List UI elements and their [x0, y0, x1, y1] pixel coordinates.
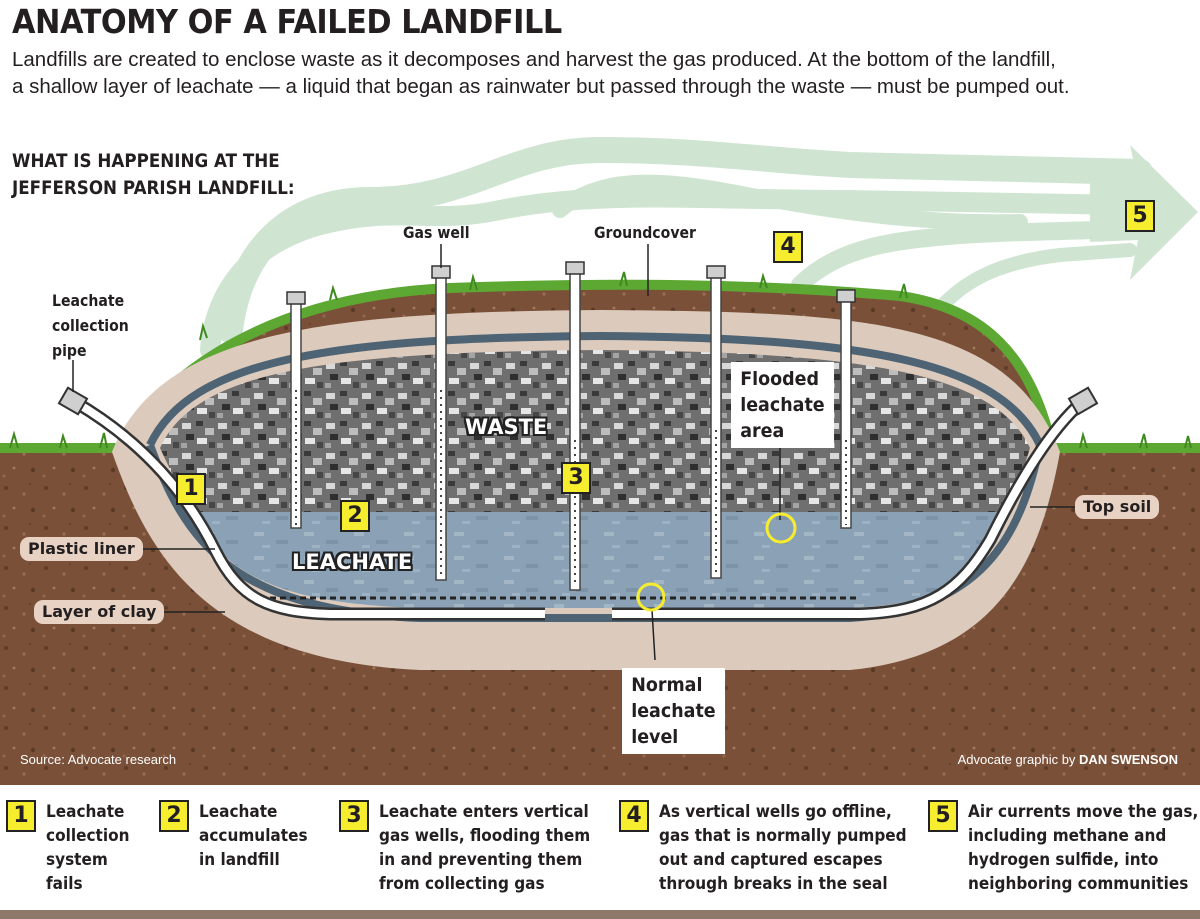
- legend-line: through breaks in the seal: [659, 874, 888, 894]
- label-top-soil: Top soil: [1075, 495, 1160, 519]
- legend-line: collection: [46, 826, 130, 846]
- callout-line: leachate: [740, 394, 825, 416]
- legend-item-1: 1 Leachate collection system fails: [6, 800, 129, 894]
- legend-line: neighboring communities: [968, 874, 1189, 894]
- label-leachate-pipe: Leachate collection pipe: [52, 288, 129, 363]
- gas-well: [836, 289, 856, 529]
- legend-line: Leachate: [46, 802, 125, 822]
- label-line: Leachate: [52, 291, 125, 310]
- legend-line: in and preventing them: [379, 850, 583, 870]
- legend-line: accumulates: [199, 826, 308, 846]
- legend-item-2: 2 Leachate accumulates in landfill: [159, 800, 308, 870]
- label-clay-layer: Layer of clay: [34, 600, 165, 624]
- intro-line: Landfills are created to enclose waste a…: [12, 48, 1056, 71]
- legend-line: in landfill: [199, 850, 280, 870]
- callout-line: Normal: [631, 674, 703, 696]
- callout-line: level: [631, 726, 679, 748]
- flooded-area-marker: [765, 512, 797, 544]
- gas-wells: [286, 261, 856, 591]
- label-gas-well: Gas well: [403, 223, 470, 242]
- callout-flooded-area: Flooded leachate area: [731, 362, 834, 448]
- callout-line: area: [740, 420, 785, 442]
- legend-line: As vertical wells go offline,: [659, 802, 892, 822]
- label-line: pipe: [52, 341, 87, 360]
- marker-3: 3: [561, 462, 591, 494]
- gas-well: [286, 291, 306, 529]
- legend-item-3: 3 Leachate enters vertical gas wells, fl…: [339, 800, 590, 894]
- normal-level-marker: [636, 582, 666, 612]
- top-liner: [146, 331, 1044, 447]
- marker-5: 5: [1125, 200, 1155, 232]
- label-leachate: LEACHATE: [292, 550, 413, 574]
- gas-well: [431, 265, 451, 581]
- legend-line: including methane and: [968, 826, 1167, 846]
- legend-line: gas wells, flooding them: [379, 826, 591, 846]
- legend-number: 2: [159, 800, 189, 832]
- label-line: collection: [52, 316, 129, 335]
- legend-line: system: [46, 850, 108, 870]
- legend-line: out and captured escapes: [659, 850, 883, 870]
- intro-text: Landfills are created to enclose waste a…: [12, 46, 1200, 100]
- leachate-collection-pipe: [57, 386, 1099, 621]
- label-plastic-liner: Plastic liner: [20, 537, 143, 561]
- legend-number: 3: [339, 800, 369, 832]
- legend-line: hydrogen sulfide, into: [968, 850, 1159, 870]
- grass-tufts: [9, 271, 1192, 449]
- callout-line: leachate: [631, 700, 716, 722]
- section-subhead: WHAT IS HAPPENING AT THE JEFFERSON PARIS…: [12, 148, 295, 202]
- legend-item-5: 5 Air currents move the gas, including m…: [928, 800, 1198, 894]
- marker-2: 2: [340, 500, 370, 532]
- marker-4: 4: [773, 231, 803, 263]
- legend-text: Air currents move the gas, including met…: [968, 800, 1198, 896]
- legend-text: Leachate accumulates in landfill: [199, 800, 308, 872]
- gas-well: [706, 265, 726, 579]
- graphic-credit: Advocate graphic by DAN SWENSON: [958, 752, 1178, 767]
- legend-text: As vertical wells go offline, gas that i…: [659, 800, 907, 896]
- legend-text: Leachate enters vertical gas wells, floo…: [379, 800, 590, 896]
- subhead-line: WHAT IS HAPPENING AT THE: [12, 150, 280, 172]
- legend-line: fails: [46, 874, 83, 894]
- label-groundcover: Groundcover: [594, 223, 696, 242]
- page-title: ANATOMY OF A FAILED LANDFILL: [12, 2, 562, 41]
- legend-number: 4: [619, 800, 649, 832]
- callout-normal-level: Normal leachate level: [622, 668, 725, 754]
- legend-line: Air currents move the gas,: [968, 802, 1199, 822]
- grass: [0, 279, 1200, 453]
- legend-text: Leachate collection system fails: [46, 800, 129, 896]
- gas-well: [565, 261, 585, 591]
- legend-number: 1: [6, 800, 36, 832]
- bottom-rule: [0, 910, 1200, 919]
- legend-line: Leachate: [199, 802, 278, 822]
- intro-line: a shallow layer of leachate — a liquid t…: [12, 75, 1070, 98]
- subhead-line: JEFFERSON PARISH LANDFILL:: [12, 177, 295, 199]
- label-waste: WASTE: [465, 415, 548, 439]
- legend-line: from collecting gas: [379, 874, 545, 894]
- callout-line: Flooded: [740, 368, 820, 390]
- graphic-credit-prefix: Advocate graphic by: [957, 752, 1080, 767]
- source-credit: Source: Advocate research: [20, 752, 177, 767]
- legend-line: gas that is normally pumped: [659, 826, 907, 846]
- leachate-pool: [190, 512, 1010, 608]
- leader-lines: [72, 244, 1080, 661]
- marker-1: 1: [176, 473, 206, 505]
- graphic-credit-author: DAN SWENSON: [1079, 752, 1178, 767]
- legend-number: 5: [928, 800, 958, 832]
- legend-line: Leachate enters vertical: [379, 802, 589, 822]
- legend-item-4: 4 As vertical wells go offline, gas that…: [619, 800, 907, 894]
